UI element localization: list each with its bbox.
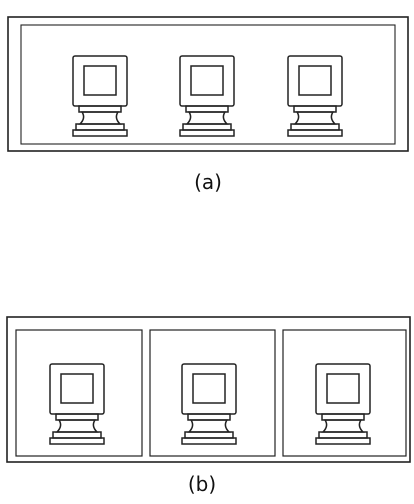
enclosure-inner-a xyxy=(20,24,396,145)
terminal-icon-b-3 xyxy=(315,363,371,445)
terminal-icon-a-2 xyxy=(179,55,235,137)
caption-b: (b) xyxy=(187,472,217,496)
terminal-icon-b-1 xyxy=(49,363,105,445)
terminal-icon-b-2 xyxy=(181,363,237,445)
enclosure-cell-b-3 xyxy=(282,329,407,457)
enclosure-cell-b-1 xyxy=(15,329,143,457)
enclosure-outer-a xyxy=(7,16,409,152)
enclosure-cell-b-2 xyxy=(149,329,276,457)
caption-a: (a) xyxy=(194,170,222,194)
enclosure-outer-b xyxy=(6,316,411,463)
figure-a xyxy=(7,16,409,152)
terminal-icon-a-1 xyxy=(72,55,128,137)
terminal-icon-a-3 xyxy=(287,55,343,137)
figure-b xyxy=(6,316,411,463)
